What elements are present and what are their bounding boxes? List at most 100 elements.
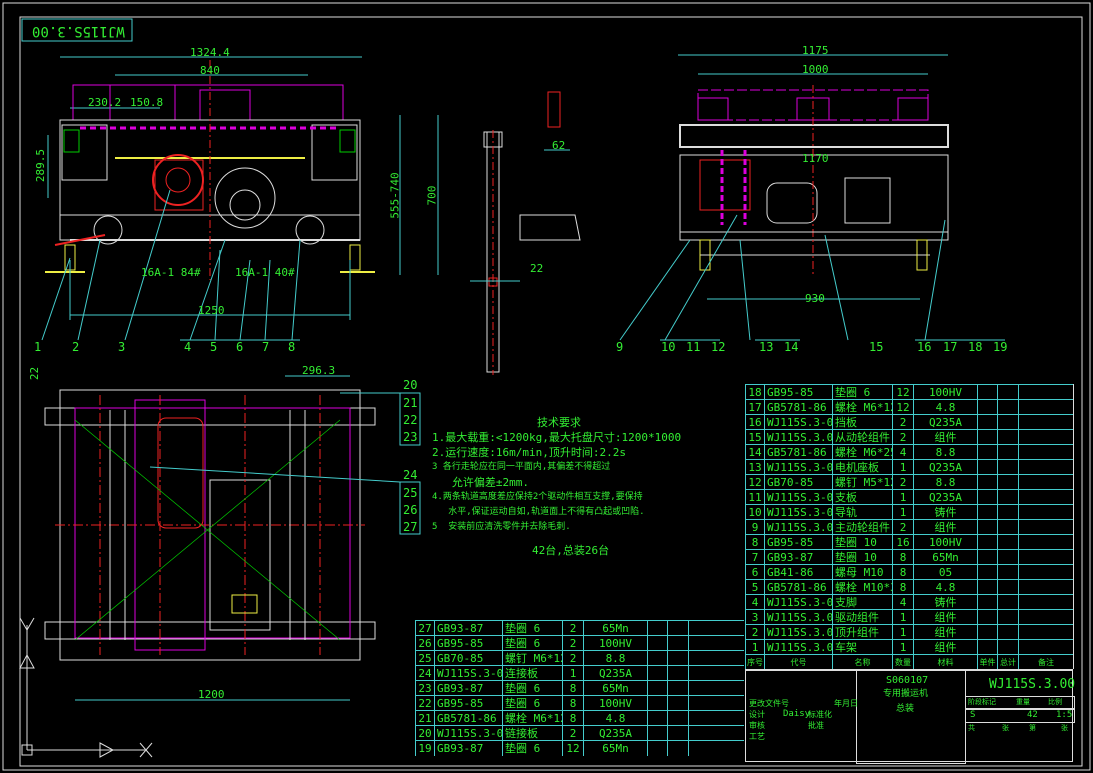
bom-cell: 螺栓 M6*12	[832, 400, 892, 415]
bom-cell: 65Mn	[583, 741, 647, 756]
bom-cell: 4.8	[583, 711, 647, 726]
bom-cell: 组件	[913, 520, 977, 535]
bom-cell	[667, 711, 688, 726]
part-balloon: 22	[403, 413, 418, 427]
bom-cell	[667, 666, 688, 681]
bom-cell	[977, 505, 997, 520]
bom-cell: 2	[562, 651, 583, 666]
bom-cell: WJ115S.3.04	[764, 520, 832, 535]
bom-cell	[1018, 535, 1073, 550]
bom-cell	[977, 535, 997, 550]
bom-cell	[977, 565, 997, 580]
bom-cell: 垫圈 10	[832, 535, 892, 550]
bom-cell: 1	[892, 490, 913, 505]
bom-cell	[997, 595, 1018, 610]
bom-cell	[667, 651, 688, 666]
bom-header-cell: 总计	[997, 655, 1018, 670]
callout-channel-40: 16A-1 40#	[235, 266, 295, 279]
scale: 1:5	[1056, 710, 1073, 720]
bom-cell: WJ115S.3.03	[764, 610, 832, 625]
bom-cell	[997, 610, 1018, 625]
bom-cell: 2	[562, 621, 583, 636]
bom-cell: 连接板	[502, 666, 562, 681]
bom-cell: GB95-85	[434, 696, 502, 711]
dim-22-top: 22	[28, 366, 42, 381]
bom-cell	[1018, 445, 1073, 460]
stamp-box	[21, 18, 133, 42]
bom-cell: 8	[892, 550, 913, 565]
bom-cell: 组件	[913, 625, 977, 640]
bom-cell: GB70-85	[764, 475, 832, 490]
title-label: 张	[1002, 724, 1009, 732]
bom-cell: WJ115S.3-03	[764, 505, 832, 520]
bom-cell: 2	[562, 636, 583, 651]
bom-cell: 12	[892, 385, 913, 400]
bom-cell: 顶升组件	[832, 625, 892, 640]
bom-cell: WJ115S.3-06	[434, 726, 502, 741]
bom-cell	[667, 696, 688, 711]
bom-cell: 垫圈 10	[832, 550, 892, 565]
bom-cell	[977, 640, 997, 655]
part-balloon: 18	[968, 340, 983, 354]
bom-cell: GB5781-86	[434, 711, 502, 726]
part-balloon: 13	[759, 340, 774, 354]
bom-cell: 27	[415, 621, 434, 636]
part-balloon: 4	[184, 340, 192, 354]
dim-289: 289.5	[34, 148, 48, 183]
bom-cell: 4.8	[913, 400, 977, 415]
bom-cell: 12	[745, 475, 764, 490]
bom-header-cell: 单件	[977, 655, 997, 670]
bom-cell: 1	[892, 640, 913, 655]
bom-cell: 6	[745, 565, 764, 580]
bom-cell: 4	[745, 595, 764, 610]
bom-cell	[977, 400, 997, 415]
bom-cell: 100HV	[583, 636, 647, 651]
bom-cell: 65Mn	[583, 621, 647, 636]
bom-cell: 链接板	[502, 726, 562, 741]
part-balloon: 6	[236, 340, 244, 354]
bom-cell: 14	[745, 445, 764, 460]
bom-cell	[977, 550, 997, 565]
bom-cell: 100HV	[583, 696, 647, 711]
bom-cell: 螺栓 M6*25	[832, 445, 892, 460]
bom-cell: GB93-87	[434, 681, 502, 696]
bom-cell	[1018, 400, 1073, 415]
bom-cell: GB5781-86	[764, 580, 832, 595]
bom-cell	[997, 385, 1018, 400]
bom-cell: 24	[415, 666, 434, 681]
bom-cell: 1	[892, 505, 913, 520]
bom-cell: Q235A	[913, 490, 977, 505]
bom-cell	[977, 445, 997, 460]
drawing-number-stamp: WJ115S.3.00	[32, 23, 125, 39]
bom-cell	[647, 681, 667, 696]
bom-cell: WJ115S.3-01	[764, 595, 832, 610]
bom-cell: 2	[745, 625, 764, 640]
bom-cell	[977, 430, 997, 445]
title-label: 设计	[749, 710, 765, 719]
bom-cell: 垫圈 6	[502, 621, 562, 636]
bom-cell	[647, 621, 667, 636]
part-balloon: 17	[943, 340, 958, 354]
bom-cell: 2	[892, 415, 913, 430]
bom-cell	[997, 505, 1018, 520]
tech-req-line: 3 各行走轮应在同一平面内,其偏差不得超过	[432, 462, 611, 472]
bom-cell	[997, 475, 1018, 490]
bom-cell	[647, 696, 667, 711]
bom-cell: 17	[745, 400, 764, 415]
bom-cell: 挡板	[832, 415, 892, 430]
bom-cell: 车架	[832, 640, 892, 655]
bom-cell: 23	[415, 681, 434, 696]
bom-cell	[688, 741, 744, 756]
